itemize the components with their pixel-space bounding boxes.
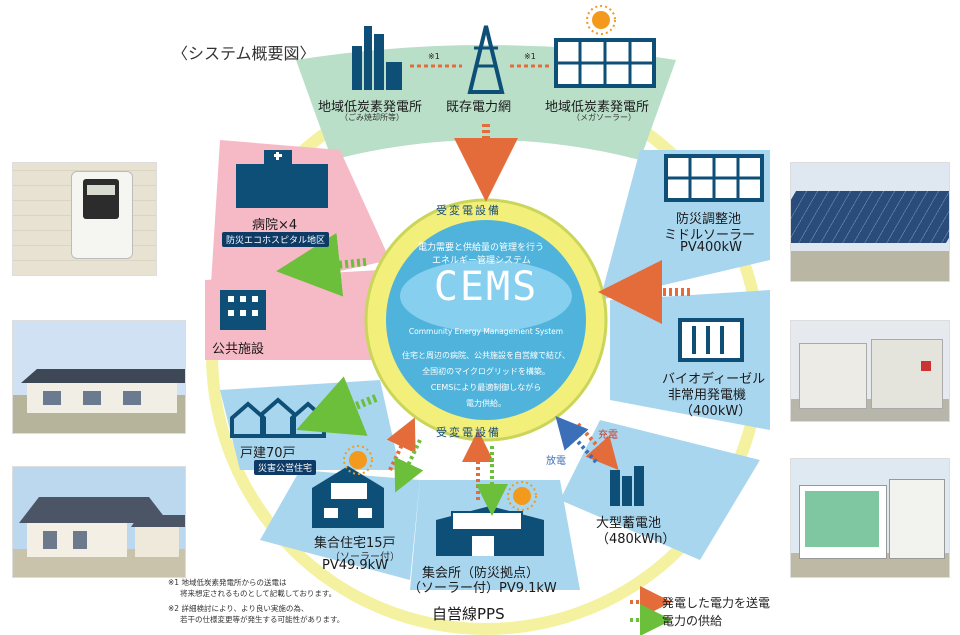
footnote-2a: ※2 詳細検討により、より良い実施の為、	[168, 603, 308, 614]
core-desc-3: CEMSにより最適制御しながら	[398, 382, 574, 393]
core-desc-4: 電力供給。	[398, 398, 574, 409]
solar-line3: PV400kW	[680, 240, 742, 255]
core-desc-1: 住宅と周辺の病院、公共施設を自営線で結び、	[398, 350, 574, 361]
battery-line2: （480kWh）	[596, 528, 675, 547]
diesel-generator-icon	[680, 320, 742, 360]
discharge-label: 放電	[546, 452, 566, 467]
diesel-line3: （400kW）	[680, 400, 751, 419]
low-carbon-plant-solar-sub: （メガソーラー）	[572, 112, 636, 123]
note-mark-left: ※1	[428, 52, 440, 61]
charge-label: 充電	[598, 426, 618, 441]
core-intro-1: 電力需要と供給量の管理を行う	[418, 240, 544, 253]
sun-icon-top	[587, 6, 615, 34]
core-desc-2: 全国初のマイクログリッドを構築。	[398, 366, 574, 377]
apartments-line3: PV49.9kW	[322, 558, 388, 573]
footnote-1b: 将来想定されるものとして記載しております。	[180, 588, 336, 599]
low-carbon-plant-incinerator-sub: （ごみ焼却所等）	[340, 112, 404, 123]
core-ring-top-label: 受変電設備	[436, 202, 501, 218]
core-ring-bottom-label: 受変電設備	[436, 424, 501, 440]
footnote-2b: 若干の仕様変更等が発生する可能性があります。	[180, 614, 344, 625]
footnote-1a: ※1 地域低炭素発電所からの送電は	[168, 577, 286, 588]
hall-line2: （ソーラー付）PV9.1kW	[408, 577, 557, 596]
houses-label: 戸建70戸	[240, 442, 296, 461]
pps-label: 自営線PPS	[432, 603, 505, 624]
public-facility-label: 公共施設	[212, 338, 264, 357]
cems-full-name: Community Energy Management System	[400, 327, 572, 336]
middle-solar-icon	[666, 156, 762, 200]
mega-solar-icon	[556, 40, 654, 86]
hospital-district-tag: 防災エコホスピタル地区	[222, 232, 329, 247]
note-mark-right: ※1	[524, 52, 536, 61]
public-facility-icon	[220, 290, 266, 330]
hospital-label: 病院×4	[252, 214, 297, 233]
houses-tag: 災害公営住宅	[254, 460, 316, 475]
existing-grid-label: 既存電力網	[446, 96, 511, 115]
legend-supply-label: 電力の供給	[662, 612, 722, 629]
cems-title: CEMS	[418, 264, 554, 310]
legend-send-label: 発電した電力を送電	[662, 594, 770, 611]
